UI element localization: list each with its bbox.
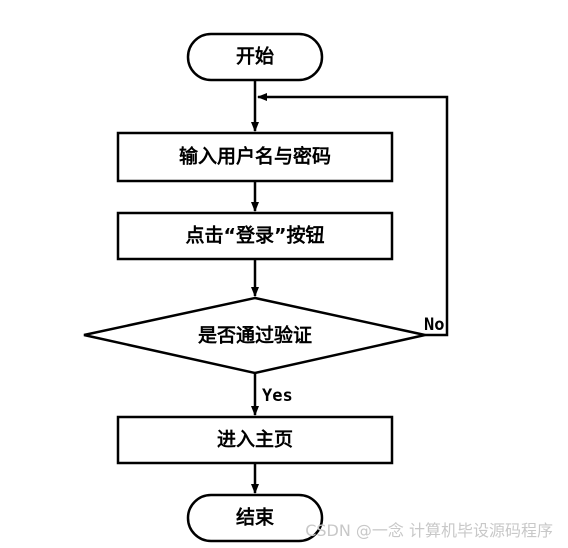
edge-decision-no-loop: [257, 93, 449, 337]
watermark-text: CSDN @一念 计算机毕设源码程序: [305, 521, 553, 540]
node-input-label: 输入用户名与密码: [179, 145, 331, 168]
node-input: 输入用户名与密码: [116, 131, 394, 183]
edge-label-no: No: [424, 315, 444, 335]
node-input-shape: [116, 131, 394, 183]
node-decision-label: 是否通过验证: [198, 324, 312, 347]
node-end-shape: [186, 493, 324, 543]
node-enter-home: 进入主页: [116, 415, 394, 465]
node-click-login-shape: [116, 211, 394, 261]
node-enter-home-label: 进入主页: [217, 429, 293, 451]
node-click-login: 点击“登录”按钮: [116, 211, 394, 261]
node-end: 结束: [186, 493, 324, 543]
node-start-shape: [186, 32, 324, 82]
node-decision: 是否通过验证: [83, 296, 426, 375]
node-end-label: 结束: [236, 506, 275, 529]
node-decision-shape: [83, 296, 426, 375]
node-click-login-label: 点击“登录”按钮: [186, 224, 325, 247]
node-enter-home-shape: [116, 415, 394, 465]
edge-label-yes: Yes: [262, 386, 293, 406]
node-start-label: 开始: [236, 45, 274, 68]
node-start: 开始: [186, 32, 324, 82]
